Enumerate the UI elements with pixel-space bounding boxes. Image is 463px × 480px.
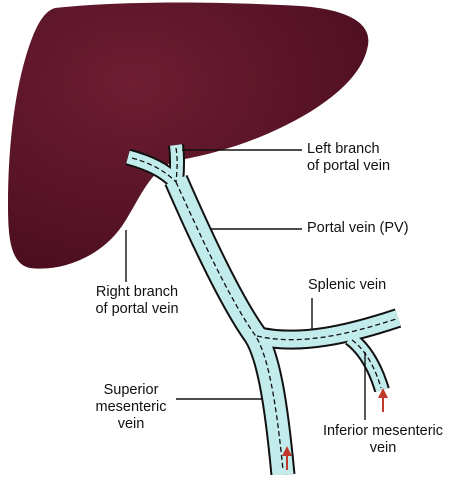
label-left-branch-line2: of portal vein — [307, 158, 390, 175]
label-superior-mesenteric: Superior mesenteric vein — [88, 382, 174, 433]
label-inferior-mesenteric-line2: vein — [313, 440, 453, 457]
label-superior-mesenteric-line1: Superior — [88, 382, 174, 399]
label-left-branch: Left branch of portal vein — [307, 141, 390, 175]
label-inferior-mesenteric-line1: Inferior mesenteric — [313, 423, 453, 440]
label-right-branch-line1: Right branch — [82, 284, 192, 301]
label-superior-mesenteric-line3: vein — [88, 416, 174, 433]
up-arrow-icon — [378, 388, 388, 412]
label-superior-mesenteric-line2: mesenteric — [88, 399, 174, 416]
label-left-branch-line1: Left branch — [307, 141, 390, 158]
label-right-branch-line2: of portal vein — [82, 301, 192, 318]
label-portal-vein: Portal vein (PV) — [307, 220, 409, 237]
label-right-branch: Right branch of portal vein — [82, 284, 192, 318]
label-inferior-mesenteric: Inferior mesenteric vein — [313, 423, 453, 457]
label-splenic-vein: Splenic vein — [308, 277, 386, 294]
